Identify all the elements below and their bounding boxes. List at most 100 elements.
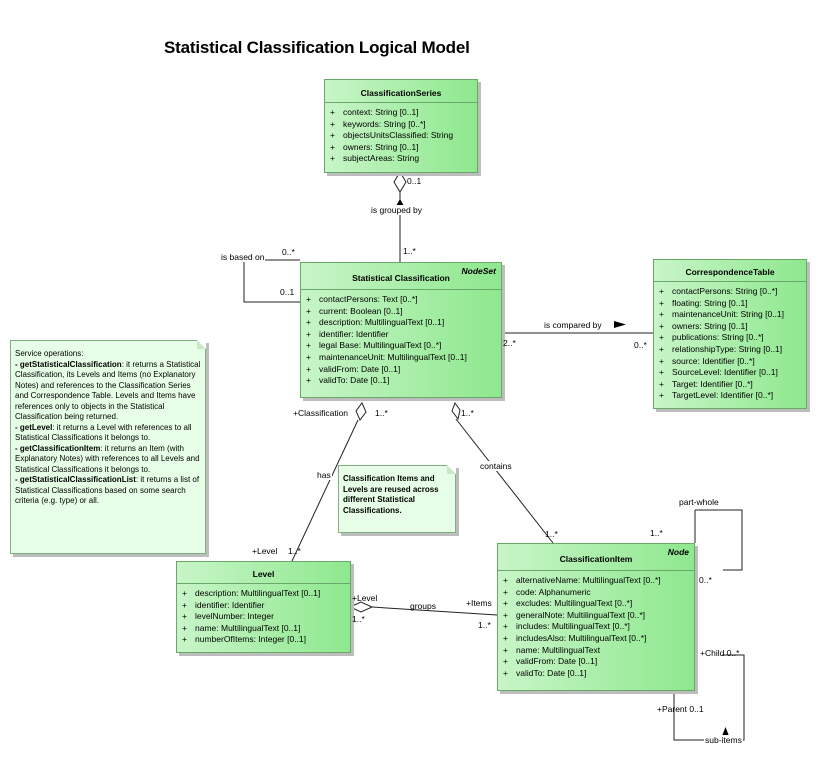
class-name: CorrespondenceTable <box>685 267 775 277</box>
direction-arrow <box>614 321 626 328</box>
attribute-row: +generalNote: MultilingualText [0..*] <box>503 609 645 620</box>
note-line: Service operations: <box>15 349 84 358</box>
part-whole-line <box>695 509 743 571</box>
attribute-row: +includes: MultilingualText [0..*] <box>503 621 630 632</box>
groups-line <box>371 606 498 616</box>
direction-arrow <box>722 727 729 736</box>
attribute-row: +identifier: Identifier <box>182 599 265 610</box>
multiplicity-label: 2..* <box>503 338 516 348</box>
association-label-is-grouped-by: is grouped by <box>370 205 424 215</box>
has-line <box>291 419 359 562</box>
note-line: - getStatisticalClassificationList: it r… <box>15 475 200 505</box>
attribute-row: +alternativeName: MultilingualText [0..*… <box>503 575 661 585</box>
attribute-row: +subjectAreas: String <box>330 153 420 164</box>
attribute-row: +includesAlso: MultilingualText [0..*] <box>503 632 647 643</box>
attribute-row: +excludes: MultilingualText [0..*] <box>503 598 633 609</box>
attribute-row: +description: MultilingualText [0..1] <box>306 317 445 328</box>
attribute-row: +Target: Identifier [0..*] <box>659 378 753 389</box>
class-classification-series[interactable]: ClassificationSeries +context: String [0… <box>324 79 478 173</box>
role-label: +Child 0..* <box>700 648 740 658</box>
note-text: Classification Items and Levels are reus… <box>343 474 439 515</box>
aggregation-diamond <box>393 171 407 193</box>
attribute-row: +maintenanceUnit: String [0..1] <box>659 309 784 320</box>
class-name: ClassificationItem <box>559 554 633 564</box>
attribute-row: +owners: String [0..1] <box>330 141 419 152</box>
attribute-row: +validFrom: Date [0..1] <box>306 363 401 374</box>
attribute-row: +publications: String [0..*] <box>659 332 764 343</box>
multiplicity-label: 1..* <box>650 528 663 538</box>
class-name: Statistical Classification <box>352 273 450 283</box>
class-name: Level <box>252 569 275 579</box>
sub-items-line <box>673 654 745 741</box>
attribute-row: +relationshipType: String [0..1] <box>659 343 783 354</box>
is-based-on-line <box>243 259 300 303</box>
role-label: +Level <box>252 546 278 556</box>
association-label-is-based-on: is based on <box>220 252 266 262</box>
role-label: +Classification <box>293 408 349 418</box>
attribute-row: +keywords: String [0..*] <box>330 118 426 129</box>
role-label: +Items <box>466 598 492 608</box>
attribute-row: +levelNumber: Integer <box>182 611 274 622</box>
association-label-is-compared-by: is compared by <box>544 320 602 330</box>
association-label-contains: contains <box>479 461 513 471</box>
association-label-groups: groups <box>410 601 436 611</box>
attribute-row: +source: Identifier [0..*] <box>659 355 755 366</box>
multiplicity-label: 1..* <box>288 546 301 556</box>
multiplicity-label: 1..* <box>352 614 365 624</box>
attribute-row: +description: MultilingualText [0..1] <box>182 588 321 598</box>
attribute-list: +alternativeName: MultilingualText [0..*… <box>498 571 694 685</box>
class-stereotype: NodeSet <box>461 266 496 276</box>
multiplicity-label: 1..* <box>403 246 416 256</box>
role-label: +Parent 0..1 <box>657 704 704 714</box>
attribute-row: +floating: String [0..1] <box>659 297 748 308</box>
attribute-row: +owners: String [0..1] <box>659 320 748 331</box>
reuse-note[interactable]: Classification Items and Levels are reus… <box>338 465 456 533</box>
aggregation-diamond <box>355 402 367 421</box>
multiplicity-label: 1..* <box>461 408 474 418</box>
role-label: +Level <box>352 593 378 603</box>
class-name: ClassificationSeries <box>360 88 442 98</box>
class-level[interactable]: Level +description: MultilingualText [0.… <box>176 561 351 653</box>
attribute-row: +current: Boolean [0..1] <box>306 305 403 316</box>
multiplicity-label: 0..1 <box>407 176 422 186</box>
multiplicity-label: 0..* <box>699 575 712 585</box>
multiplicity-label: 1..* <box>545 529 558 539</box>
attribute-row: +name: MultilingualText [0..1] <box>182 622 301 633</box>
aggregation-diamond <box>451 401 461 421</box>
attribute-row: +legal Base: MultilingualText [0..*] <box>306 340 442 351</box>
attribute-row: +contactPersons: Text [0..*] <box>306 294 418 304</box>
attribute-row: +SourceLevel: Identifier [0..1] <box>659 367 778 378</box>
class-stereotype: Node <box>667 547 689 557</box>
contains-line <box>455 418 554 544</box>
attribute-row: +code: Alphanumeric <box>503 586 591 597</box>
association-label-sub-items: sub-items <box>704 735 743 745</box>
association-label-part-whole: part-whole <box>678 497 720 507</box>
attribute-list: +context: String [0..1] +keywords: Strin… <box>325 103 477 171</box>
attribute-row: +context: String [0..1] <box>330 107 419 117</box>
attribute-row: +validTo: Date [0..1] <box>306 375 390 386</box>
multiplicity-label: 0..1 <box>280 287 295 297</box>
attribute-row: +maintenanceUnit: MultilingualText [0..1… <box>306 351 467 362</box>
class-correspondence-table[interactable]: CorrespondenceTable +contactPersons: Str… <box>653 259 807 409</box>
attribute-list: +description: MultilingualText [0..1] +i… <box>177 584 350 652</box>
note-line: - getClassificationItem: it returns an I… <box>15 443 200 474</box>
attribute-row: +objectsUnitsClassified: String <box>330 130 454 141</box>
multiplicity-label: 1..* <box>478 620 491 630</box>
attribute-row: +TargetLevel: Identifier [0..*] <box>659 390 774 401</box>
attribute-row: +contactPersons: String [0..*] <box>659 286 778 296</box>
attribute-list: +contactPersons: Text [0..*] +current: B… <box>301 290 501 393</box>
attribute-row: +validTo: Date [0..1] <box>503 667 587 678</box>
direction-arrow <box>396 199 404 206</box>
attribute-row: +numberOfItems: Integer [0..1] <box>182 634 307 645</box>
note-line: - getStatisticalClassification: it retur… <box>15 359 201 422</box>
multiplicity-label: 0..* <box>282 247 295 257</box>
note-line: - getLevel: it returns a Level with refe… <box>15 422 192 443</box>
multiplicity-label: 0..* <box>634 340 647 350</box>
association-label-has: has <box>316 470 332 480</box>
service-operations-note[interactable]: Service operations: - getStatisticalClas… <box>10 340 206 554</box>
page-title: Statistical Classification Logical Model <box>164 38 470 57</box>
attribute-row: +validFrom: Date [0..1] <box>503 656 598 667</box>
